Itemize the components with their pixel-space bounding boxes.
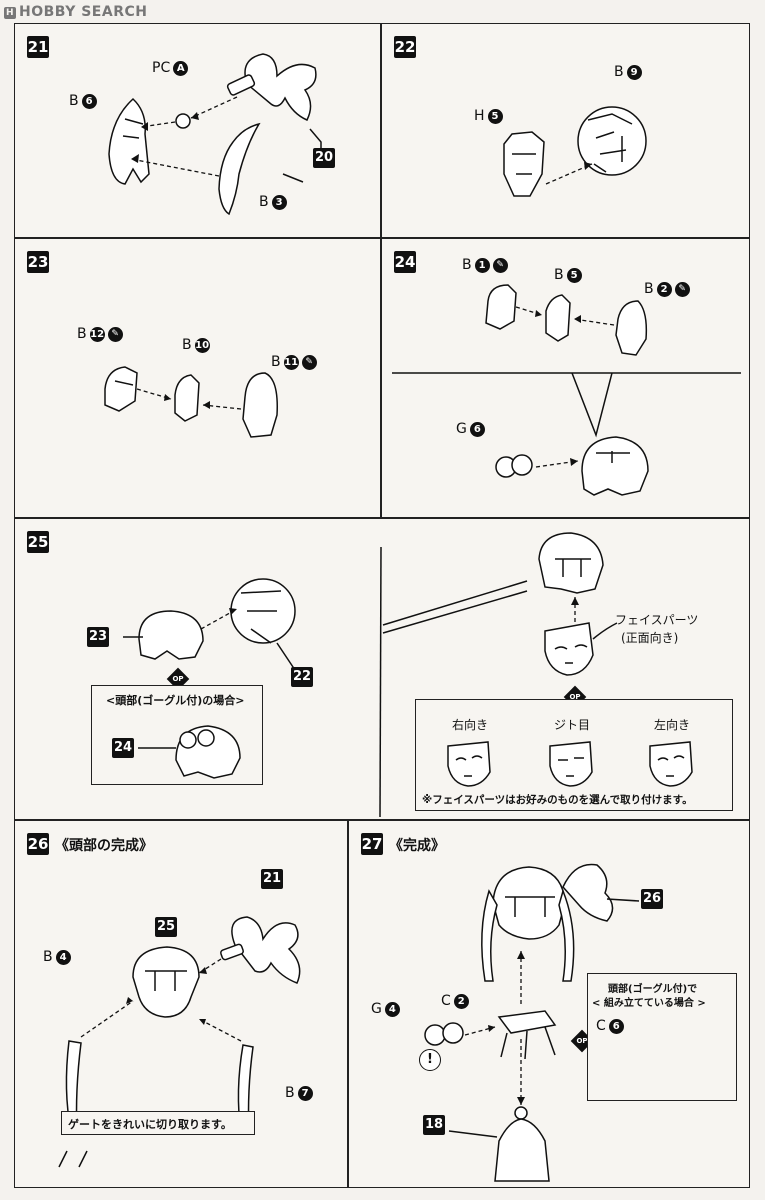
caution-icon: !	[419, 1049, 441, 1071]
ref-step-18: 18	[423, 1115, 445, 1135]
gate-note-box: ゲートをきれいに切り取ります。	[61, 1111, 255, 1135]
ref-step-24: 24	[112, 738, 134, 758]
ref-step-20: 20	[313, 148, 335, 168]
step-24-illustration	[392, 284, 741, 496]
face-option-right: 右向き	[452, 718, 489, 732]
part-b12-shape	[104, 366, 138, 412]
part-b6-shape	[108, 97, 150, 185]
goggle-line-2: < 組み立てている場合 >	[592, 998, 706, 1009]
step-22-illustration	[503, 106, 647, 197]
ref-step-21: 21	[261, 869, 283, 889]
face-option-jito: ジト目	[554, 718, 591, 732]
head-25-shape	[132, 946, 200, 1018]
ribbon-21-shape	[231, 916, 301, 984]
gate-note: ゲートをきれいに切り取ります。	[68, 1118, 232, 1131]
ribbon-20-shape	[244, 53, 317, 121]
step-number: 22	[394, 36, 416, 58]
knife-icon: ✎	[107, 326, 123, 342]
part-b1-shape	[485, 284, 517, 330]
goggle-option-box: <頭部(ゴーグル付)の場合> 24	[91, 685, 263, 785]
body-18-shape	[514, 1106, 528, 1120]
hobby-logo-icon: H	[4, 7, 16, 19]
head-24-shape	[581, 436, 649, 496]
step-number: 26	[27, 833, 49, 855]
ref-step-23: 23	[87, 627, 109, 647]
step-number: 24	[394, 251, 416, 273]
head-26-shape	[492, 866, 566, 940]
face-variants-shapes	[447, 741, 693, 787]
step-26-illustration	[58, 916, 301, 1168]
step-25-panel: 25 23 22 OP <頭部(ゴーグル付)の場合> 24 フェイスパーツ	[14, 518, 750, 820]
face-option-left: 左向き	[654, 718, 691, 732]
part-b10-shape	[174, 374, 200, 422]
goggle-line-1: 頭部(ゴーグル付)で	[608, 984, 698, 995]
part-b9-shape	[577, 106, 647, 176]
part-b5-shape	[545, 294, 571, 342]
part-b11-shape	[242, 372, 278, 438]
step-number: 27	[361, 833, 383, 855]
watermark-text: HOBBY SEARCH	[19, 4, 148, 20]
knife-icon: ✎	[492, 257, 508, 273]
face-parts-label: フェイスパーツ	[615, 613, 699, 627]
step-27-title: 《完成》	[389, 838, 445, 854]
face-front-label: (正面向き)	[621, 631, 679, 645]
goggle-head-shape	[138, 725, 241, 779]
step-26-title: 《頭部の完成》	[55, 838, 153, 854]
step-23-illustration	[104, 366, 278, 438]
knife-icon: ✎	[674, 281, 690, 297]
step-number: 21	[27, 36, 49, 58]
part-h5-shape	[503, 131, 545, 197]
ref-step-26: 26	[641, 889, 663, 909]
step-number: 23	[27, 251, 49, 273]
part-pc-a-shape	[175, 113, 191, 129]
face-options-box: 右向き ジト目 左向き ※フェイスパーツはお好みのものを選んで取り付けます。	[415, 699, 733, 811]
hair-23-shape	[138, 610, 204, 660]
step-25-illustration	[123, 532, 618, 818]
face-note: ※フェイスパーツはお好みのものを選んで取り付けます。	[422, 794, 693, 806]
part-c2-shape	[497, 1010, 557, 1034]
ref-step-22: 22	[291, 667, 313, 687]
step-21-illustration	[108, 53, 322, 216]
ref-step-25: 25	[155, 917, 177, 937]
head-complete-shape	[538, 532, 604, 594]
goggle-case-label: <頭部(ゴーグル付)の場合>	[106, 694, 245, 707]
knife-icon: ✎	[301, 354, 317, 370]
step-number: 25	[27, 531, 49, 553]
part-b3-shape	[218, 122, 261, 216]
part-b2-shape	[615, 300, 648, 356]
part-g4-shape	[424, 1024, 446, 1046]
face-front-shape	[544, 622, 594, 676]
